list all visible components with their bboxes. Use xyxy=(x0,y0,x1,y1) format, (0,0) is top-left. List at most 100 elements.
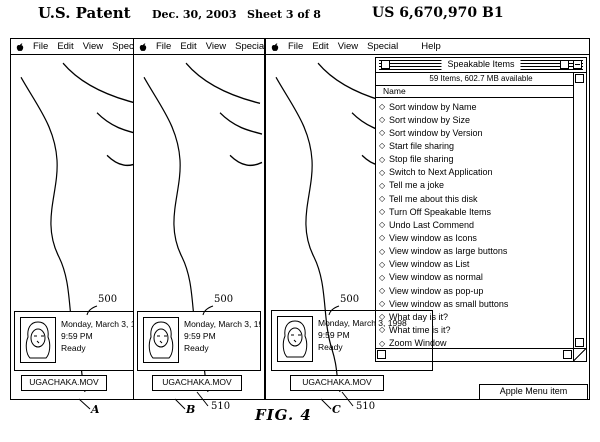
menu-edit[interactable]: Edit xyxy=(180,41,196,52)
menu-edit[interactable]: Edit xyxy=(57,41,73,52)
list-item-label: View window as Icons xyxy=(389,233,477,243)
speakable-item-icon: ◇ xyxy=(379,194,389,203)
status-text-block: Monday, March 3, 1998 9:59 PM Ready xyxy=(184,312,260,370)
window-label-a: A xyxy=(91,403,100,416)
list-item[interactable]: ◇Sort window by Size xyxy=(376,113,573,126)
menubar-c: File Edit View Special Help xyxy=(266,39,589,55)
time-text: 9:59 PM xyxy=(184,330,260,342)
speakable-item-icon: ◇ xyxy=(379,115,389,124)
list-item[interactable]: ◇Sort window by Name xyxy=(376,100,573,113)
zoom-box[interactable] xyxy=(560,60,569,69)
patent-date: Dec. 30, 2003 xyxy=(152,8,236,21)
list-item-label: View window as small buttons xyxy=(389,299,508,309)
speakable-item-icon: ◇ xyxy=(379,233,389,242)
list-item[interactable]: ◇View window as small buttons xyxy=(376,297,573,310)
speakable-item-icon: ◇ xyxy=(379,247,389,256)
ref-510-c: 510 xyxy=(356,401,375,412)
status-text-block: Monday, March 3, 1998 9:59 PM Ready xyxy=(318,311,432,370)
menu-view[interactable]: View xyxy=(83,41,103,52)
speakable-titlebar[interactable]: Speakable Items xyxy=(376,58,586,73)
menu-special[interactable]: Special xyxy=(367,41,398,52)
scroll-up-button[interactable] xyxy=(575,74,584,83)
movie-file-label[interactable]: UGACHAKA.MOV xyxy=(290,375,384,391)
resize-handle[interactable] xyxy=(573,348,586,361)
window-label-b: B xyxy=(186,403,195,416)
items-info-bar: 59 Items, 602.7 MB available xyxy=(376,73,586,86)
list-item[interactable]: ◇View window as pop-up xyxy=(376,284,573,297)
list-item[interactable]: ◇Undo Last Commend xyxy=(376,218,573,231)
sheet-number: Sheet 3 of 8 xyxy=(247,8,321,21)
column-header-name[interactable]: Name xyxy=(376,86,586,98)
ready-status: Ready xyxy=(61,342,134,354)
ref-510-b: 510 xyxy=(211,401,230,412)
speakable-item-icon: ◇ xyxy=(379,260,389,269)
scroll-right-button[interactable] xyxy=(563,350,572,359)
speakable-item-icon: ◇ xyxy=(379,141,389,150)
menu-view[interactable]: View xyxy=(206,41,226,52)
date-text: Monday, March 3, 1998 xyxy=(61,318,134,330)
ready-status: Ready xyxy=(184,342,260,354)
list-item-label: Sort window by Size xyxy=(389,115,470,125)
list-item[interactable]: ◇Turn Off Speakable Items xyxy=(376,205,573,218)
patent-title: U.S. Patent xyxy=(38,4,131,22)
apple-menu-icon[interactable] xyxy=(139,42,147,52)
speakable-item-icon: ◇ xyxy=(379,273,389,282)
scroll-down-button[interactable] xyxy=(575,338,584,347)
speakable-item-icon: ◇ xyxy=(379,220,389,229)
date-text: Monday, March 3, 1998 xyxy=(184,318,260,330)
list-item[interactable]: ◇View window as Icons xyxy=(376,231,573,244)
apple-menu-icon[interactable] xyxy=(16,42,24,52)
speakable-item-icon: ◇ xyxy=(379,168,389,177)
list-item[interactable]: ◇Tell me about this disk xyxy=(376,192,573,205)
ref-500-c: 500 xyxy=(340,294,359,305)
window-label-c: C xyxy=(332,403,341,416)
list-item[interactable]: ◇Sort window by Version xyxy=(376,126,573,139)
menu-file[interactable]: File xyxy=(156,41,171,52)
speakable-item-icon: ◇ xyxy=(379,207,389,216)
list-item-label: Sort window by Name xyxy=(389,102,477,112)
list-item[interactable]: ◇View window as large buttons xyxy=(376,245,573,258)
date-text: Monday, March 3, 1998 xyxy=(318,317,432,329)
status-panel-b: Monday, March 3, 1998 9:59 PM Ready xyxy=(137,311,261,371)
list-item-label: Sort window by Version xyxy=(389,128,483,138)
patent-number: US 6,670,970 B1 xyxy=(372,5,504,21)
apple-menu-item-callout: Apple Menu item xyxy=(479,384,588,400)
vertical-scrollbar[interactable] xyxy=(573,73,586,348)
items-info-text: 59 Items, 602.7 MB available xyxy=(429,74,532,83)
speakable-item-icon: ◇ xyxy=(379,299,389,308)
menu-file[interactable]: File xyxy=(288,41,303,52)
speakable-item-icon: ◇ xyxy=(379,286,389,295)
menu-help[interactable]: Help xyxy=(421,41,441,52)
list-item-label: Switch to Next Application xyxy=(389,167,493,177)
list-item-label: Undo Last Commend xyxy=(389,220,474,230)
face-image xyxy=(277,316,313,362)
list-item-label: Tell me a joke xyxy=(389,180,444,190)
collapse-box[interactable] xyxy=(573,60,582,69)
menubar-a: File Edit View Special xyxy=(11,39,139,55)
list-item-label: Turn Off Speakable Items xyxy=(389,207,491,217)
ref-500-a: 500 xyxy=(98,294,117,305)
list-item-label: View window as pop-up xyxy=(389,286,483,296)
list-item[interactable]: ◇Switch to Next Application xyxy=(376,166,573,179)
menu-file[interactable]: File xyxy=(33,41,48,52)
face-image xyxy=(20,317,56,363)
list-item[interactable]: ◇Tell me a joke xyxy=(376,179,573,192)
menu-special[interactable]: Special xyxy=(235,41,264,52)
face-image xyxy=(143,317,179,363)
list-item[interactable]: ◇View window as List xyxy=(376,258,573,271)
list-item-label: View window as normal xyxy=(389,272,483,282)
list-item[interactable]: ◇View window as normal xyxy=(376,271,573,284)
time-text: 9:59 PM xyxy=(61,330,134,342)
list-item[interactable]: ◇Start file sharing xyxy=(376,139,573,152)
speakable-item-icon: ◇ xyxy=(379,128,389,137)
movie-file-label[interactable]: UGACHAKA.MOV xyxy=(152,375,242,391)
window-b: File Edit View Special Monday, M xyxy=(133,38,265,400)
window-a: File Edit View Special Monday, M xyxy=(10,38,140,400)
menu-view[interactable]: View xyxy=(338,41,358,52)
list-item-label: Stop file sharing xyxy=(389,154,454,164)
menu-edit[interactable]: Edit xyxy=(312,41,328,52)
close-box[interactable] xyxy=(381,60,390,69)
list-item[interactable]: ◇Stop file sharing xyxy=(376,153,573,166)
movie-file-label[interactable]: UGACHAKA.MOV xyxy=(21,375,107,391)
apple-menu-icon[interactable] xyxy=(271,42,279,52)
